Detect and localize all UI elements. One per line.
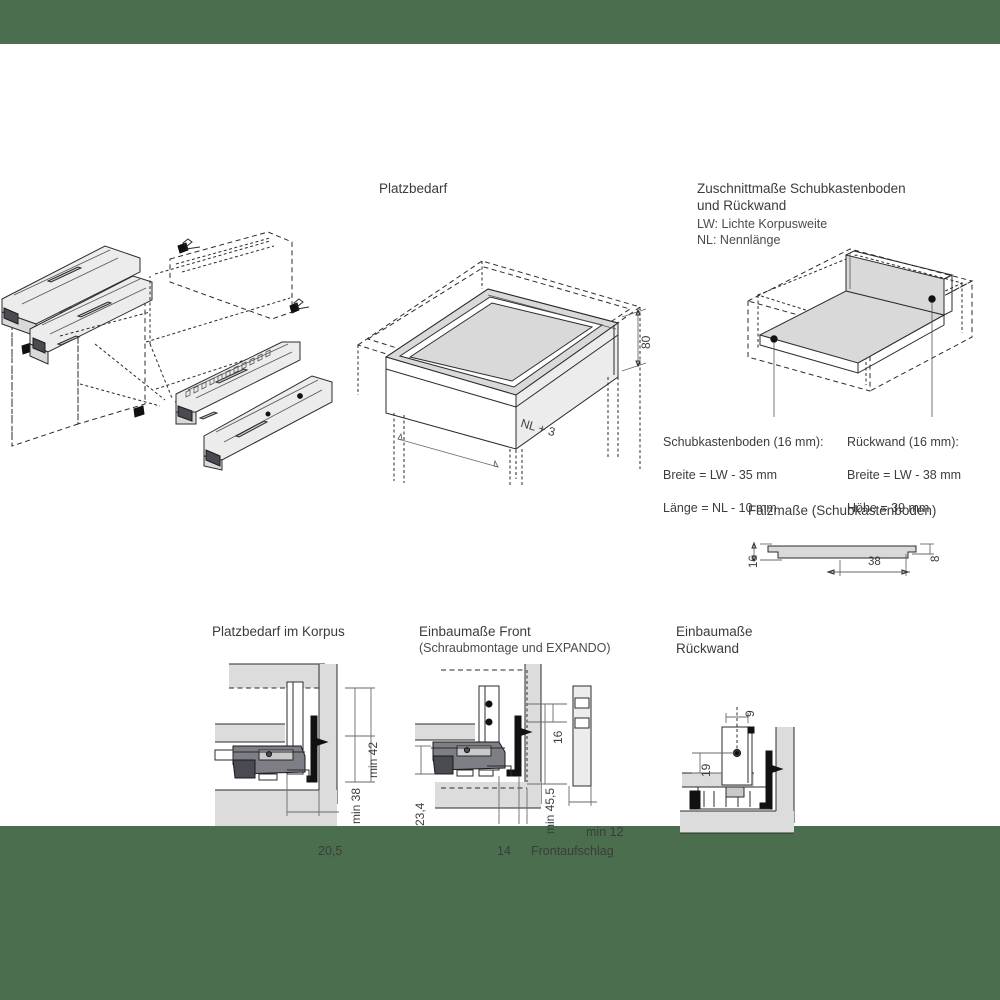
callout-boden-line-1: Breite = LW - 35 mm: [663, 467, 778, 482]
diagram-canvas: Platzbedarf: [0, 44, 1000, 858]
front-title: Einbaumaße Front: [419, 624, 531, 639]
front-dim-14: 14: [497, 844, 511, 858]
zuschnitt-diagram: [746, 248, 974, 417]
platzbedarf-title: Platzbedarf: [379, 181, 448, 196]
front-dim-16: 16: [551, 730, 565, 744]
rueckwand-dim-9: 9: [743, 710, 757, 717]
front-dim-min12: min 12: [586, 825, 624, 839]
zuschnitt-legend-nl: NL: Nennlänge: [697, 233, 781, 247]
korpus-title: Platzbedarf im Korpus: [212, 624, 345, 639]
platzbedarf-height-label: 80: [639, 335, 653, 349]
korpus-dim-min38: min 38: [349, 787, 363, 824]
callout-boden-heading: Schubkastenboden (16 mm):: [663, 434, 824, 449]
zuschnitt-callout-boden: Schubkastenboden (16 mm): Breite = LW - …: [663, 417, 824, 533]
front-subtitle: (Schraubmontage und EXPANDO): [419, 641, 611, 655]
falzmasse-center-dim: 38: [868, 556, 881, 568]
rueckwand-diagram: [680, 707, 795, 834]
falzmasse-diagram: [751, 541, 934, 576]
top-color-band: [0, 0, 1000, 44]
zuschnitt-title: Zuschnittmaße Schubkastenboden und Rückw…: [697, 181, 906, 213]
bottom-color-band: [0, 826, 1000, 1000]
callout-rueckwand-heading: Rückwand (16 mm):: [847, 434, 959, 449]
falzmasse-title: Falzmaße (Schubkastenboden): [748, 503, 937, 518]
korpus-diagram: [214, 663, 375, 826]
falzmasse-left-dim: 16: [748, 555, 760, 568]
front-dim-min455: min 45,5: [543, 787, 557, 834]
korpus-dim-min42: min 42: [366, 741, 380, 778]
zuschnitt-legend-lw: LW: Lichte Korpusweite: [697, 217, 828, 231]
callout-rueckwand-line-2: Höhe = 39 mm: [847, 500, 930, 515]
exploded-runner-assembly: [1, 231, 333, 471]
front-dim-234: 23,4: [413, 802, 427, 826]
platzbedarf-diagram: [356, 260, 647, 487]
callout-rueckwand-line-1: Breite = LW - 38 mm: [847, 467, 962, 482]
korpus-dim-205: 20,5: [318, 844, 343, 858]
front-dim-frontaufschlag: Frontaufschlag: [531, 844, 614, 858]
callout-boden-line-2: Länge = NL - 10 mm: [663, 500, 777, 515]
falzmasse-right-dim: 8: [930, 555, 942, 562]
rueckwand-title: Einbaumaße Rückwand: [676, 624, 753, 656]
rueckwand-dim-19: 19: [699, 763, 713, 777]
zuschnitt-callout-rueckwand: Rückwand (16 mm): Breite = LW - 38 mm Hö…: [847, 417, 961, 533]
front-diagram: [415, 664, 597, 824]
